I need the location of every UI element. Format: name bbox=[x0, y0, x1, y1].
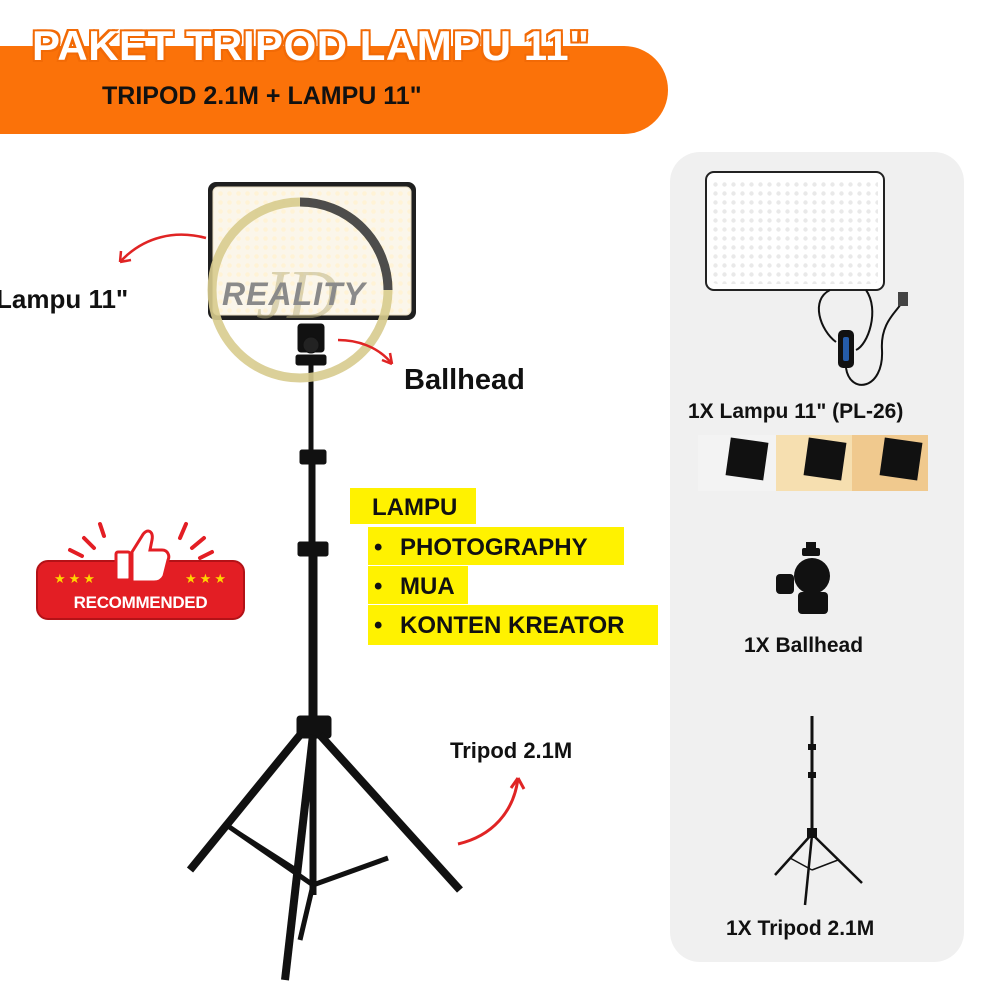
feature-item-highlight-2 bbox=[368, 566, 468, 604]
watermark-text: REALITY bbox=[222, 276, 366, 312]
title-banner bbox=[0, 46, 668, 134]
banner-subtitle: TRIPOD 2.1M + LAMPU 11" bbox=[102, 82, 422, 110]
feature-heading-highlight bbox=[350, 488, 476, 524]
feature-heading: LAMPU bbox=[372, 494, 458, 521]
lamp-item-image bbox=[705, 171, 908, 386]
feature-bullet: • bbox=[374, 573, 383, 600]
tripod-item-image bbox=[774, 716, 863, 906]
callout-tripod-label: Tripod 2.1M bbox=[450, 738, 573, 763]
led-panel-image bbox=[208, 182, 416, 320]
feature-item-konten-kreator: KONTEN KREATOR bbox=[400, 612, 625, 639]
badge-stars-left: ★★★ bbox=[54, 571, 98, 586]
svg-text:JD: JD bbox=[256, 257, 338, 334]
badge-label: RECOMMENDED bbox=[73, 593, 208, 612]
ballhead-item-image bbox=[776, 542, 830, 614]
callout-ballhead-label: Ballhead bbox=[404, 364, 525, 396]
feature-item-highlight-1 bbox=[368, 527, 624, 565]
reality-watermark: JD bbox=[207, 197, 393, 383]
feature-item-highlight-3 bbox=[368, 605, 658, 645]
curved-arrow-icon-ballhead bbox=[337, 338, 394, 366]
feature-item-photography: PHOTOGRAPHY bbox=[400, 534, 588, 561]
feature-item-mua: MUA bbox=[400, 573, 455, 600]
curved-arrow-icon-lamp bbox=[118, 233, 207, 264]
banner-title: PAKET TRIPOD LAMPU 11" bbox=[32, 22, 590, 69]
feature-bullet: • bbox=[374, 612, 383, 639]
package-item-label-tripod: 1X Tripod 2.1M bbox=[726, 917, 875, 940]
feature-bullet: • bbox=[374, 534, 383, 561]
callout-lamp-label: Lampu 11" bbox=[0, 284, 129, 314]
package-item-label-lamp: 1X Lampu 11" (PL-26) bbox=[688, 400, 904, 423]
badge-rays-icon bbox=[68, 522, 214, 560]
curved-arrow-icon-tripod bbox=[457, 777, 526, 846]
package-item-label-ballhead: 1X Ballhead bbox=[744, 634, 864, 657]
color-temperature-strip bbox=[698, 435, 928, 491]
badge-stars-right: ★★★ bbox=[185, 571, 229, 586]
